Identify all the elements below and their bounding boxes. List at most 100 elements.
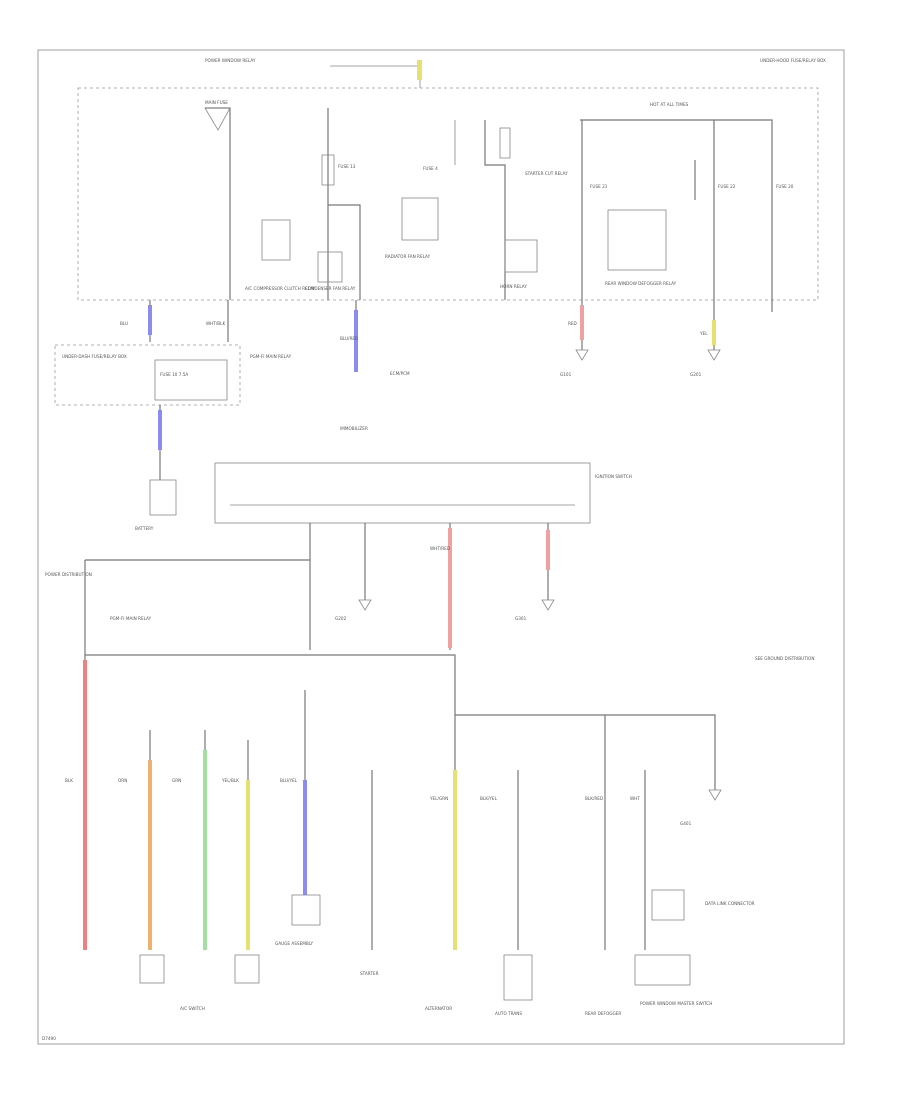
- auto-trans-box: [503, 954, 533, 1001]
- fuse-20-wire: [580, 119, 773, 300]
- ac-switch-box: [234, 954, 260, 984]
- red-wire-ign-3: [448, 528, 452, 648]
- fuse-22-label: FUSE 22: [718, 184, 736, 189]
- orange-wire: [148, 760, 152, 950]
- fuse-13-box: [321, 154, 335, 186]
- ground-g201-icon: [707, 349, 721, 361]
- wire-label-grn: GRN: [172, 778, 181, 783]
- wire-label-blu-yel: BLU/YEL: [280, 778, 298, 783]
- red-wire-left: [83, 660, 87, 950]
- condenser-fan-relay-label: CONDENSER FAN RELAY: [305, 286, 356, 291]
- wire-label-orn: ORN: [118, 778, 127, 783]
- ground-g101-label: G101: [560, 372, 572, 377]
- top-right-label: UNDER-HOOD FUSE/RELAY BOX: [760, 58, 826, 63]
- ignition-switch-box: [214, 462, 591, 524]
- horn-relay-label: HORN RELAY: [500, 284, 527, 289]
- power-window-box: [634, 954, 691, 986]
- horn-relay-box: [504, 239, 538, 273]
- pgm-label-left: PGM-FI MAIN RELAY: [110, 616, 152, 621]
- wire-label-red: RED: [568, 321, 577, 326]
- green-wire: [203, 750, 207, 950]
- starter-label: STARTER: [360, 971, 379, 976]
- ground-g202-icon: [358, 599, 372, 611]
- hot-always-label: HOT AT ALL TIMES: [650, 102, 689, 107]
- fuse-21-label: FUSE 21: [590, 184, 608, 189]
- fuse-4-label: FUSE 4: [423, 166, 438, 171]
- fuse-13-branch: [328, 204, 361, 300]
- see-ground-label: SEE GROUND DISTRIBUTION: [755, 656, 814, 661]
- ground-g301-label: G301: [515, 616, 527, 621]
- wire-label-wht: WHT: [630, 796, 640, 801]
- radiator-fan-relay-box: [401, 197, 439, 241]
- yellow-wire-right: [712, 320, 716, 345]
- ground-g201-label: G201: [690, 372, 702, 377]
- blue-wire-1: [148, 305, 152, 335]
- yellow-wire-segment: [417, 60, 422, 80]
- rear-defogger-relay-box: [607, 209, 667, 271]
- wire-label-wht-red: WHT/RED: [430, 546, 450, 551]
- fuse-20-label: FUSE 20: [776, 184, 794, 189]
- wire-label-yel: YEL: [699, 331, 708, 336]
- pgm-fi-label: PGM-FI MAIN RELAY: [250, 354, 292, 359]
- ac-compressor-relay-label: A/C COMPRESSOR CLUTCH RELAY: [245, 286, 316, 291]
- ac-compressor-relay-box: [261, 219, 291, 261]
- power-bus-mid: [85, 654, 456, 950]
- wire-label-yel-grn: YEL/GRN: [429, 796, 448, 801]
- fuse-detail-label: FUSE 10 7.5A: [160, 372, 188, 377]
- ignition-switch-label: IGNITION SWITCH: [595, 474, 632, 479]
- wire-label-blu-red: BLU/RED: [340, 336, 358, 341]
- rear-defogger-relay-label: REAR WINDOW DEFOGGER RELAY: [605, 281, 677, 286]
- immobilizer-label: IMMOBILIZER: [340, 426, 368, 431]
- ac-switch-label: A/C SWITCH: [180, 1006, 205, 1011]
- underhood-fuse-box-outline: [77, 87, 819, 301]
- diagram-frame: [37, 49, 845, 1045]
- horn-relay-wire: [484, 120, 506, 300]
- wire-label-yel-blk: YEL/BLK: [221, 778, 239, 783]
- lower-branch-bus: [455, 714, 716, 790]
- yellow-wire-left: [246, 780, 250, 950]
- ground-g301-icon: [541, 599, 555, 611]
- condenser-fan-relay-box: [317, 251, 343, 283]
- wire-label-wht-blk: WHT/BLK: [206, 321, 225, 326]
- ground-g101-icon: [575, 349, 589, 361]
- starter-cut-label: STARTER CUT RELAY: [525, 171, 568, 176]
- battery-box: [149, 479, 177, 516]
- wire-label-blk-yel: BLK/YEL: [480, 796, 498, 801]
- diagram-code: D7490: [42, 1036, 56, 1041]
- battery-label: BATTERY: [135, 526, 154, 531]
- dlc-box: [651, 889, 685, 921]
- gauge-label: GAUGE ASSEMBLY: [275, 941, 313, 946]
- horn-box: [139, 954, 165, 984]
- blue-wire-lower: [303, 780, 307, 895]
- main-fuse-wire: [205, 107, 231, 300]
- radiator-fan-relay-label: RADIATOR FAN RELAY: [385, 254, 431, 259]
- battery-terminal-icon: [204, 107, 231, 131]
- under-dash-box-outline: [54, 344, 241, 406]
- wire-label-blk-red: BLK/RED: [585, 796, 603, 801]
- auto-trans-label: AUTO TRANS: [495, 1011, 522, 1016]
- ground-g401-icon: [708, 789, 722, 801]
- wire-label-blk: BLK: [65, 778, 73, 783]
- main-fuse-label: MAIN FUSE: [205, 100, 228, 105]
- red-wire-ign-4: [546, 530, 550, 570]
- under-dash-label: UNDER-DASH FUSE/RELAY BOX: [62, 354, 127, 359]
- power-window-label: POWER WINDOW MASTER SWITCH: [640, 1001, 712, 1006]
- alt-label: ALTERNATOR: [425, 1006, 452, 1011]
- ecm-label: ECM/PCM: [390, 371, 410, 376]
- yellow-wire-center: [453, 770, 457, 950]
- blue-wire-3: [354, 310, 358, 372]
- horn-fuse-box: [499, 127, 511, 159]
- ground-g202-label: G202: [335, 616, 347, 621]
- rear-defog-label: REAR DEFOGGER: [585, 1011, 621, 1016]
- wire-label-blu-1: BLU: [120, 321, 128, 326]
- fuse-detail-box: [154, 359, 228, 401]
- red-wire-right: [580, 305, 584, 340]
- blue-wire-battery: [158, 410, 162, 450]
- gauge-box: [291, 894, 321, 926]
- fuse-13-label: FUSE 13: [338, 164, 356, 169]
- dlc-label: DATA LINK CONNECTOR: [705, 901, 755, 906]
- ground-g401-label: G401: [680, 821, 692, 826]
- hot-in-run-label: POWER DISTRIBUTION: [45, 572, 92, 577]
